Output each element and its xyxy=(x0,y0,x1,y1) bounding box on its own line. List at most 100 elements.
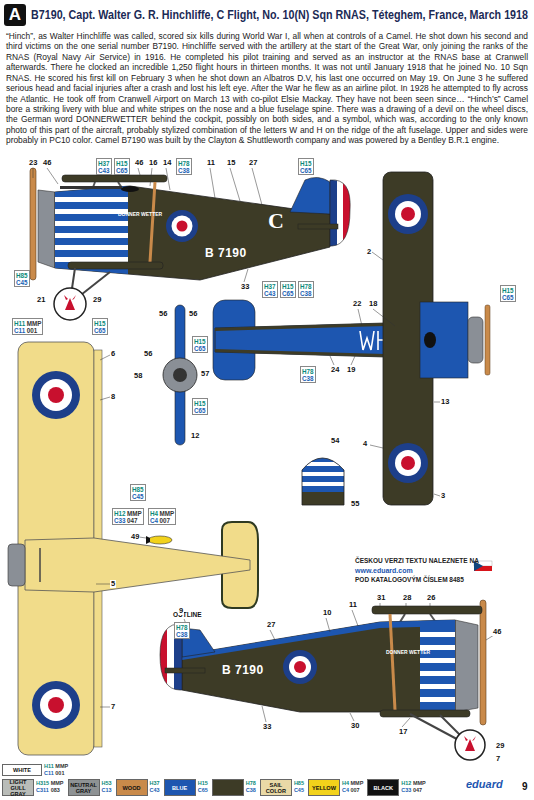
color-swatch: BLACK xyxy=(367,779,399,796)
leader-line xyxy=(96,355,146,707)
side-view-right xyxy=(372,606,482,614)
top-view xyxy=(388,443,428,483)
side-view-left xyxy=(121,186,139,192)
paint-code: C65 xyxy=(502,294,514,301)
paint-code: MMP xyxy=(160,510,175,517)
callout-number: 26 xyxy=(426,594,436,602)
legend-text: BLUE xyxy=(172,785,187,791)
paint-code: H78 xyxy=(178,160,190,167)
side-view-right xyxy=(158,600,486,760)
paint-code: H15 xyxy=(198,781,208,787)
paint-code: 047 xyxy=(413,788,422,794)
callout-number: 33 xyxy=(240,283,250,291)
underside-view xyxy=(148,536,172,544)
side-view-right xyxy=(390,614,395,710)
callout-number: 56 xyxy=(158,310,168,318)
top-view xyxy=(420,302,468,378)
top-view xyxy=(360,331,374,350)
front-view xyxy=(173,368,187,382)
underside-view xyxy=(8,544,25,586)
paint-code: H15 xyxy=(94,320,106,327)
paint-code: H12 xyxy=(114,510,126,517)
paint-code: C38 xyxy=(178,167,190,174)
front-section-view xyxy=(302,458,344,505)
callout-number: 7 xyxy=(110,703,116,711)
leader-line xyxy=(183,603,494,727)
nose-art-text: DONNER WETTER xyxy=(386,650,430,655)
side-view-right xyxy=(420,632,456,637)
front-section-view xyxy=(300,482,346,486)
callout-number: 18 xyxy=(368,300,378,308)
page-number: 9 xyxy=(522,782,528,792)
nose-art-text: DONNER WETTER xyxy=(118,212,162,217)
side-view-left xyxy=(55,186,330,280)
side-view-right xyxy=(294,661,306,673)
paint-code: 047 xyxy=(127,517,142,524)
color-swatch: YELLOW xyxy=(308,779,340,796)
front-view xyxy=(163,305,197,445)
color-code-box: H4MMPC4007 xyxy=(148,508,176,525)
paint-code: 001 xyxy=(55,771,64,777)
callout-number: 24 xyxy=(330,366,340,374)
sheet-title: B7190, Capt. Walter G. R. Hinchliffe, C … xyxy=(31,8,528,22)
paint-code: C43 xyxy=(150,788,160,794)
paint-code: H4 xyxy=(342,781,349,787)
callout-number: 15 xyxy=(226,159,236,167)
top-view xyxy=(395,201,421,227)
side-view-left xyxy=(55,257,128,262)
top-view xyxy=(424,332,436,348)
callout-number: 57 xyxy=(200,370,210,378)
side-view-left xyxy=(337,176,343,248)
side-view-left xyxy=(166,210,198,242)
top-view xyxy=(401,456,415,470)
front-section-view xyxy=(300,445,346,495)
color-swatch: SAIL COLOR xyxy=(260,779,292,796)
top-view xyxy=(401,207,415,221)
paint-code: MMP xyxy=(51,781,64,787)
code-letter: C xyxy=(268,210,284,232)
paint-code: C38 xyxy=(176,631,188,638)
color-code-box: H15C65 xyxy=(192,336,208,353)
front-view xyxy=(163,358,197,392)
side-view-right xyxy=(289,656,311,678)
paint-code: MMP xyxy=(27,320,42,327)
paint-code: C65 xyxy=(198,788,208,794)
side-view-left xyxy=(55,197,128,202)
callout-number: 6 xyxy=(110,350,116,358)
paint-code: H78 xyxy=(176,624,188,631)
front-section-view xyxy=(300,445,346,506)
callout-number: 7 xyxy=(495,755,501,763)
underside-view xyxy=(40,689,72,721)
paint-code: H37 xyxy=(264,283,276,290)
paint-code: H37 xyxy=(98,160,110,167)
top-view xyxy=(468,317,483,363)
callout-number: 19 xyxy=(346,366,356,374)
brand-logo: eduard xyxy=(466,779,503,790)
callout-number: 55 xyxy=(350,500,360,508)
top-view xyxy=(395,450,421,476)
color-code-box: H78C38 xyxy=(298,281,314,298)
color-code-box: H12MMPC33047 xyxy=(112,508,144,525)
callout-number: 56 xyxy=(143,350,153,358)
color-code-box: H85C45 xyxy=(130,484,146,501)
callout-number: 10 xyxy=(322,609,332,617)
side-view-right xyxy=(420,618,456,714)
paint-code: H15 xyxy=(194,338,206,345)
paint-code: C4 xyxy=(342,788,349,794)
paint-code: C38 xyxy=(300,290,312,297)
callout-number: 27 xyxy=(266,621,276,629)
side-view-left xyxy=(330,180,350,246)
paint-code: C43 xyxy=(98,167,110,174)
callout-number: 31 xyxy=(376,594,386,602)
color-swatch: BLUE xyxy=(164,779,196,796)
side-view-left xyxy=(55,245,128,250)
side-view-left xyxy=(330,176,337,248)
website-note: ČESKOU VERZI TEXTU NALEZNETE NA xyxy=(355,558,479,565)
paint-code: C65 xyxy=(194,345,206,352)
callout-number: 16 xyxy=(148,159,158,167)
side-view-left xyxy=(290,177,330,214)
color-code-box: H15C65 xyxy=(280,281,296,298)
paint-code: H78 xyxy=(300,283,312,290)
legend-text: LIGHT GULL GRAY xyxy=(3,779,33,797)
history-text: “Hinch”, as Walter Hinchliffe was called… xyxy=(6,31,528,146)
